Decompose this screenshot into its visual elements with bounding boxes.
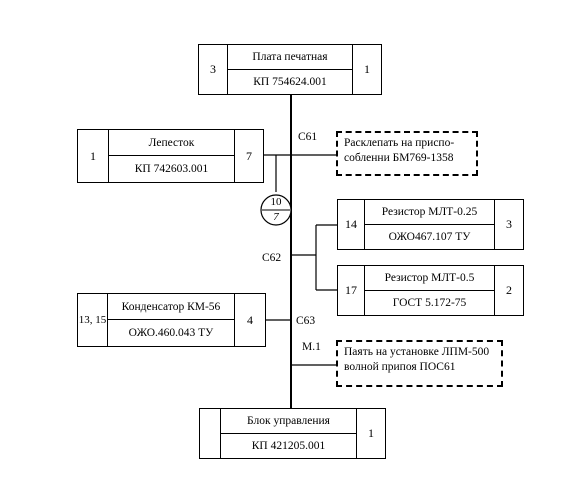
block-petal-code: КП 742603.001: [134, 163, 209, 175]
block-capacitor-right: 4: [234, 294, 265, 346]
block-resistor-05-left: 17: [338, 266, 365, 315]
block-petal-name: Лепесток: [108, 130, 235, 156]
block-petal-left: 1: [78, 130, 109, 182]
block-resistor-05-right: 2: [494, 266, 523, 315]
block-resistor-025-left: 14: [338, 200, 365, 249]
circle-bottom-number: 7: [273, 211, 279, 223]
block-control-unit-right: 1: [356, 409, 385, 458]
block-resistor-025: 14 Резистор МЛТ-0.25 ОЖО467.107 ТУ 3: [337, 199, 524, 250]
block-resistor-05: 17 Резистор МЛТ-0.5 ГОСТ 5.172-75 2: [337, 265, 524, 316]
block-control-unit-code: КП 421205.001: [251, 439, 326, 452]
block-resistor-025-name: Резистор МЛТ-0.25: [364, 200, 495, 225]
block-resistor-05-name: Резистор МЛТ-0.5: [364, 266, 495, 291]
label-c63: С63: [296, 315, 316, 327]
block-printed-board-right: 1: [352, 45, 381, 94]
block-petal: 1 Лепесток КП 742603.001 7: [77, 129, 264, 183]
label-m1: М.1: [302, 341, 321, 353]
block-printed-board-name: Плата печатная: [227, 45, 353, 70]
block-capacitor: 13, 15 Конденсатор КМ-56 ОЖО.460.043 ТУ …: [77, 293, 266, 347]
label-c61: С61: [298, 131, 318, 143]
label-c62: С62: [262, 252, 282, 264]
block-control-unit-name: Блок управления: [220, 409, 357, 434]
block-capacitor-code: ОЖО.460.043 ТУ: [128, 327, 214, 339]
block-printed-board-code: КП 754624.001: [253, 75, 327, 88]
block-control-unit: Блок управления КП 421205.001 1: [199, 408, 386, 459]
note-soldering: Паять на установке ЛПМ-500 волной припоя…: [336, 340, 503, 387]
block-printed-board-left: 3: [199, 45, 228, 94]
block-resistor-025-right: 3: [494, 200, 523, 249]
block-petal-right: 7: [234, 130, 263, 182]
block-capacitor-name: Конденсатор КМ-56: [107, 294, 235, 320]
circle-top-number: 10: [270, 196, 282, 208]
block-capacitor-left: 13, 15: [78, 294, 108, 346]
block-resistor-05-code: ГОСТ 5.172-75: [392, 296, 467, 309]
block-control-unit-left: [200, 409, 221, 458]
block-printed-board: 3 Плата печатная КП 754624.001 1: [198, 44, 382, 95]
block-resistor-025-code: ОЖО467.107 ТУ: [388, 230, 471, 243]
note-riveting: Расклепать на приспо-собленни БМ769-1358: [336, 131, 478, 176]
